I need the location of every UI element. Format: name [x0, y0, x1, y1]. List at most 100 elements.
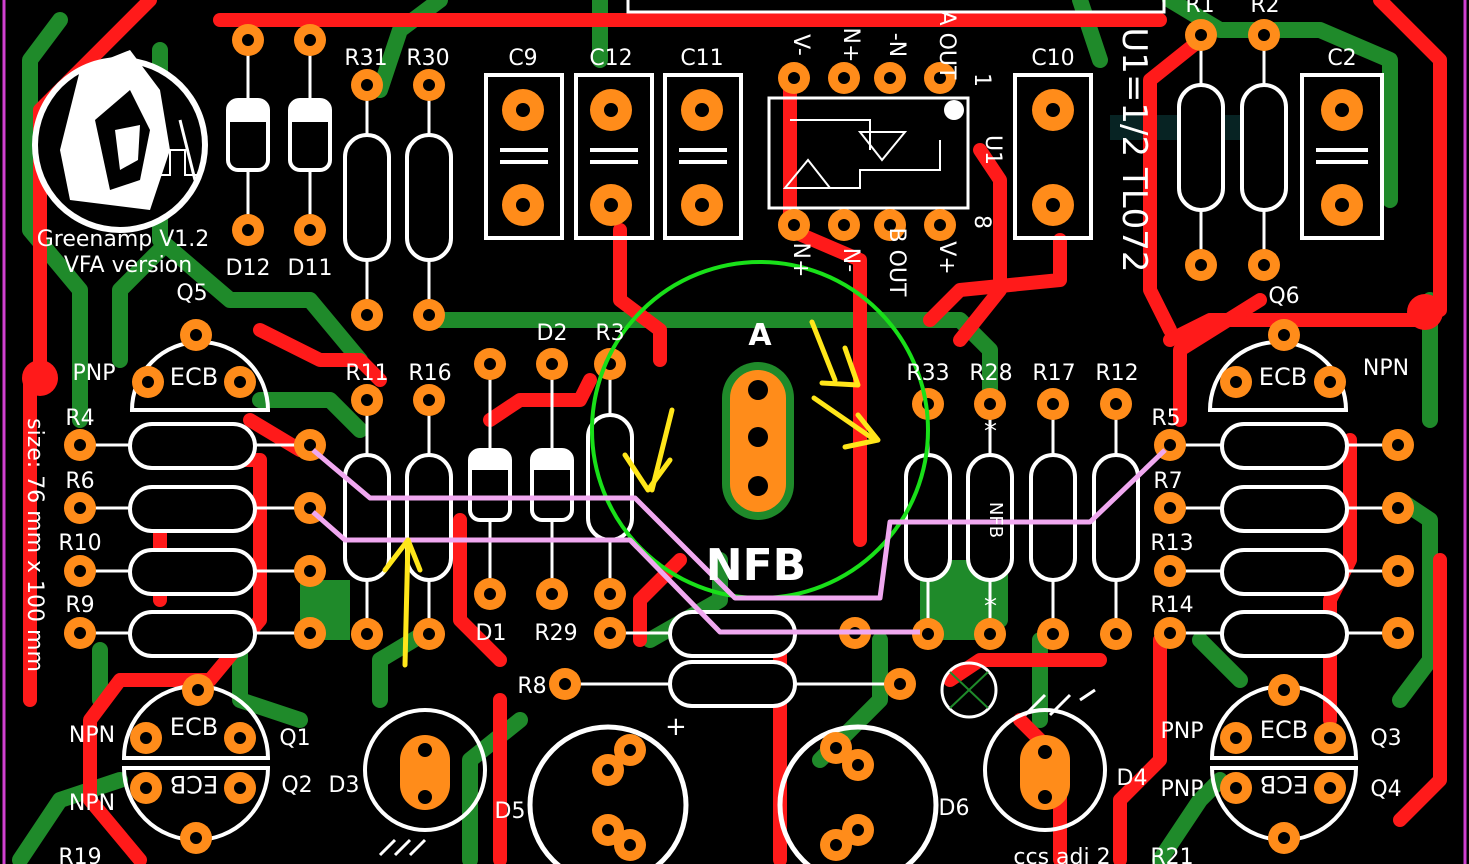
pad-hole: [602, 764, 614, 776]
label-q5-type: PNP: [73, 361, 116, 386]
label-r29: R29: [534, 621, 577, 646]
pad-hole: [624, 744, 636, 756]
pad-hole: [1047, 628, 1059, 640]
board-subtitle: VFA version: [64, 253, 192, 278]
pad-hole: [234, 376, 246, 388]
pad-hole: [1258, 29, 1270, 41]
ic-pin1: 1: [969, 73, 994, 87]
pad-hole: [304, 627, 316, 639]
ic-pin-top-1: V-: [788, 34, 813, 56]
label-d3: D3: [329, 773, 360, 798]
label-q6-pins: ECB: [1259, 363, 1307, 391]
capacitor-c9: [484, 73, 564, 240]
pad-hole: [1230, 732, 1242, 744]
label-r8: R8: [517, 674, 546, 699]
pad-hole: [234, 782, 246, 794]
bottom-copper-traces: [12, 0, 1438, 864]
asterisk-marker: *: [984, 592, 997, 622]
pad-hole: [604, 198, 618, 212]
pad-hole: [304, 565, 316, 577]
pad-hole: [74, 565, 86, 577]
led-d3: [363, 708, 487, 857]
diode-d2: [468, 364, 512, 594]
resistor-r4: [80, 422, 310, 470]
asterisk-marker: *: [984, 417, 997, 447]
connector-label-a: A: [748, 318, 772, 353]
ic-u1-outline: [767, 96, 970, 210]
pad-hole: [1110, 628, 1122, 640]
label-d6: D6: [939, 796, 970, 821]
label-q2: Q2: [281, 773, 312, 798]
diode-d11: [288, 40, 332, 230]
pad-hole: [190, 832, 202, 844]
label-q3-type: PNP: [1161, 719, 1204, 744]
pad-hole: [242, 224, 254, 236]
pad-hole: [830, 839, 842, 851]
pad-hole: [1046, 103, 1060, 117]
label-r9: R9: [65, 593, 94, 618]
pad-hole: [423, 79, 435, 91]
label-q6-type: NPN: [1363, 356, 1409, 381]
pad-hole: [1110, 398, 1122, 410]
label-q4-type: PNP: [1161, 777, 1204, 802]
pad-hole: [830, 742, 842, 754]
label-q3: Q3: [1370, 726, 1401, 751]
label-q1: Q1: [279, 726, 310, 751]
label-d11: D11: [288, 256, 333, 281]
led-d4: [983, 688, 1107, 832]
pad-hole: [140, 732, 152, 744]
resistor-r10: [80, 548, 310, 596]
pad-hole: [74, 502, 86, 514]
label-q3-pins: ECB: [1260, 716, 1308, 744]
pad-hole: [1164, 439, 1176, 451]
yellow-arrow-icon: [382, 319, 881, 668]
pad-hole: [624, 839, 636, 851]
label-d5: D5: [495, 799, 526, 824]
pad-hole: [418, 790, 432, 804]
pad-hole: [1047, 398, 1059, 410]
label-c9: C9: [508, 46, 537, 71]
bottom-text: ccs adj 2: [1013, 845, 1110, 864]
resistor-r9: [80, 610, 310, 658]
pad-hole: [1392, 439, 1404, 451]
label-c11: C11: [680, 46, 723, 71]
pad-hole: [1392, 565, 1404, 577]
label-r2: R2: [1250, 0, 1279, 18]
pad-hole: [1335, 103, 1349, 117]
label-d4: D4: [1117, 766, 1148, 791]
pad-hole: [884, 219, 896, 231]
pad-hole: [1324, 376, 1336, 388]
ic-pin-bottom-4: V+: [934, 241, 959, 274]
label-r5: R5: [1151, 406, 1180, 431]
pad-hole: [192, 684, 204, 696]
label-q5-pins: ECB: [170, 363, 218, 391]
pad-hole: [361, 628, 373, 640]
pad-hole: [1230, 376, 1242, 388]
pad-hole: [788, 72, 800, 84]
pad-hole: [74, 627, 86, 639]
ic-pin-bottom-1: N+: [788, 243, 813, 278]
ic-pin-bottom-2: N-: [838, 248, 863, 272]
ic-pin-bottom-3: B OUT: [884, 228, 909, 298]
pad-hole: [604, 588, 616, 600]
resistor-r28: [966, 404, 1014, 634]
pad-hole: [934, 219, 946, 231]
pad-hole: [142, 376, 154, 388]
label-r30: R30: [406, 46, 449, 71]
label-r19: R19: [58, 845, 101, 864]
label-d2: D2: [537, 321, 568, 346]
label-c12: C12: [589, 46, 632, 71]
label-q5: Q5: [176, 281, 207, 306]
label-r33: R33: [906, 361, 949, 386]
pad-hole: [1258, 259, 1270, 271]
capacitor-c11: [663, 73, 743, 240]
label-r1: R1: [1185, 0, 1214, 18]
label-r12: R12: [1095, 361, 1138, 386]
pad-hole: [1038, 790, 1052, 804]
pad-hole: [361, 309, 373, 321]
pad-hole: [190, 329, 202, 341]
pad-hole: [1324, 732, 1336, 744]
board-size-label: size: 76 mm x 100 mm: [22, 418, 47, 672]
pad-hole: [788, 219, 800, 231]
